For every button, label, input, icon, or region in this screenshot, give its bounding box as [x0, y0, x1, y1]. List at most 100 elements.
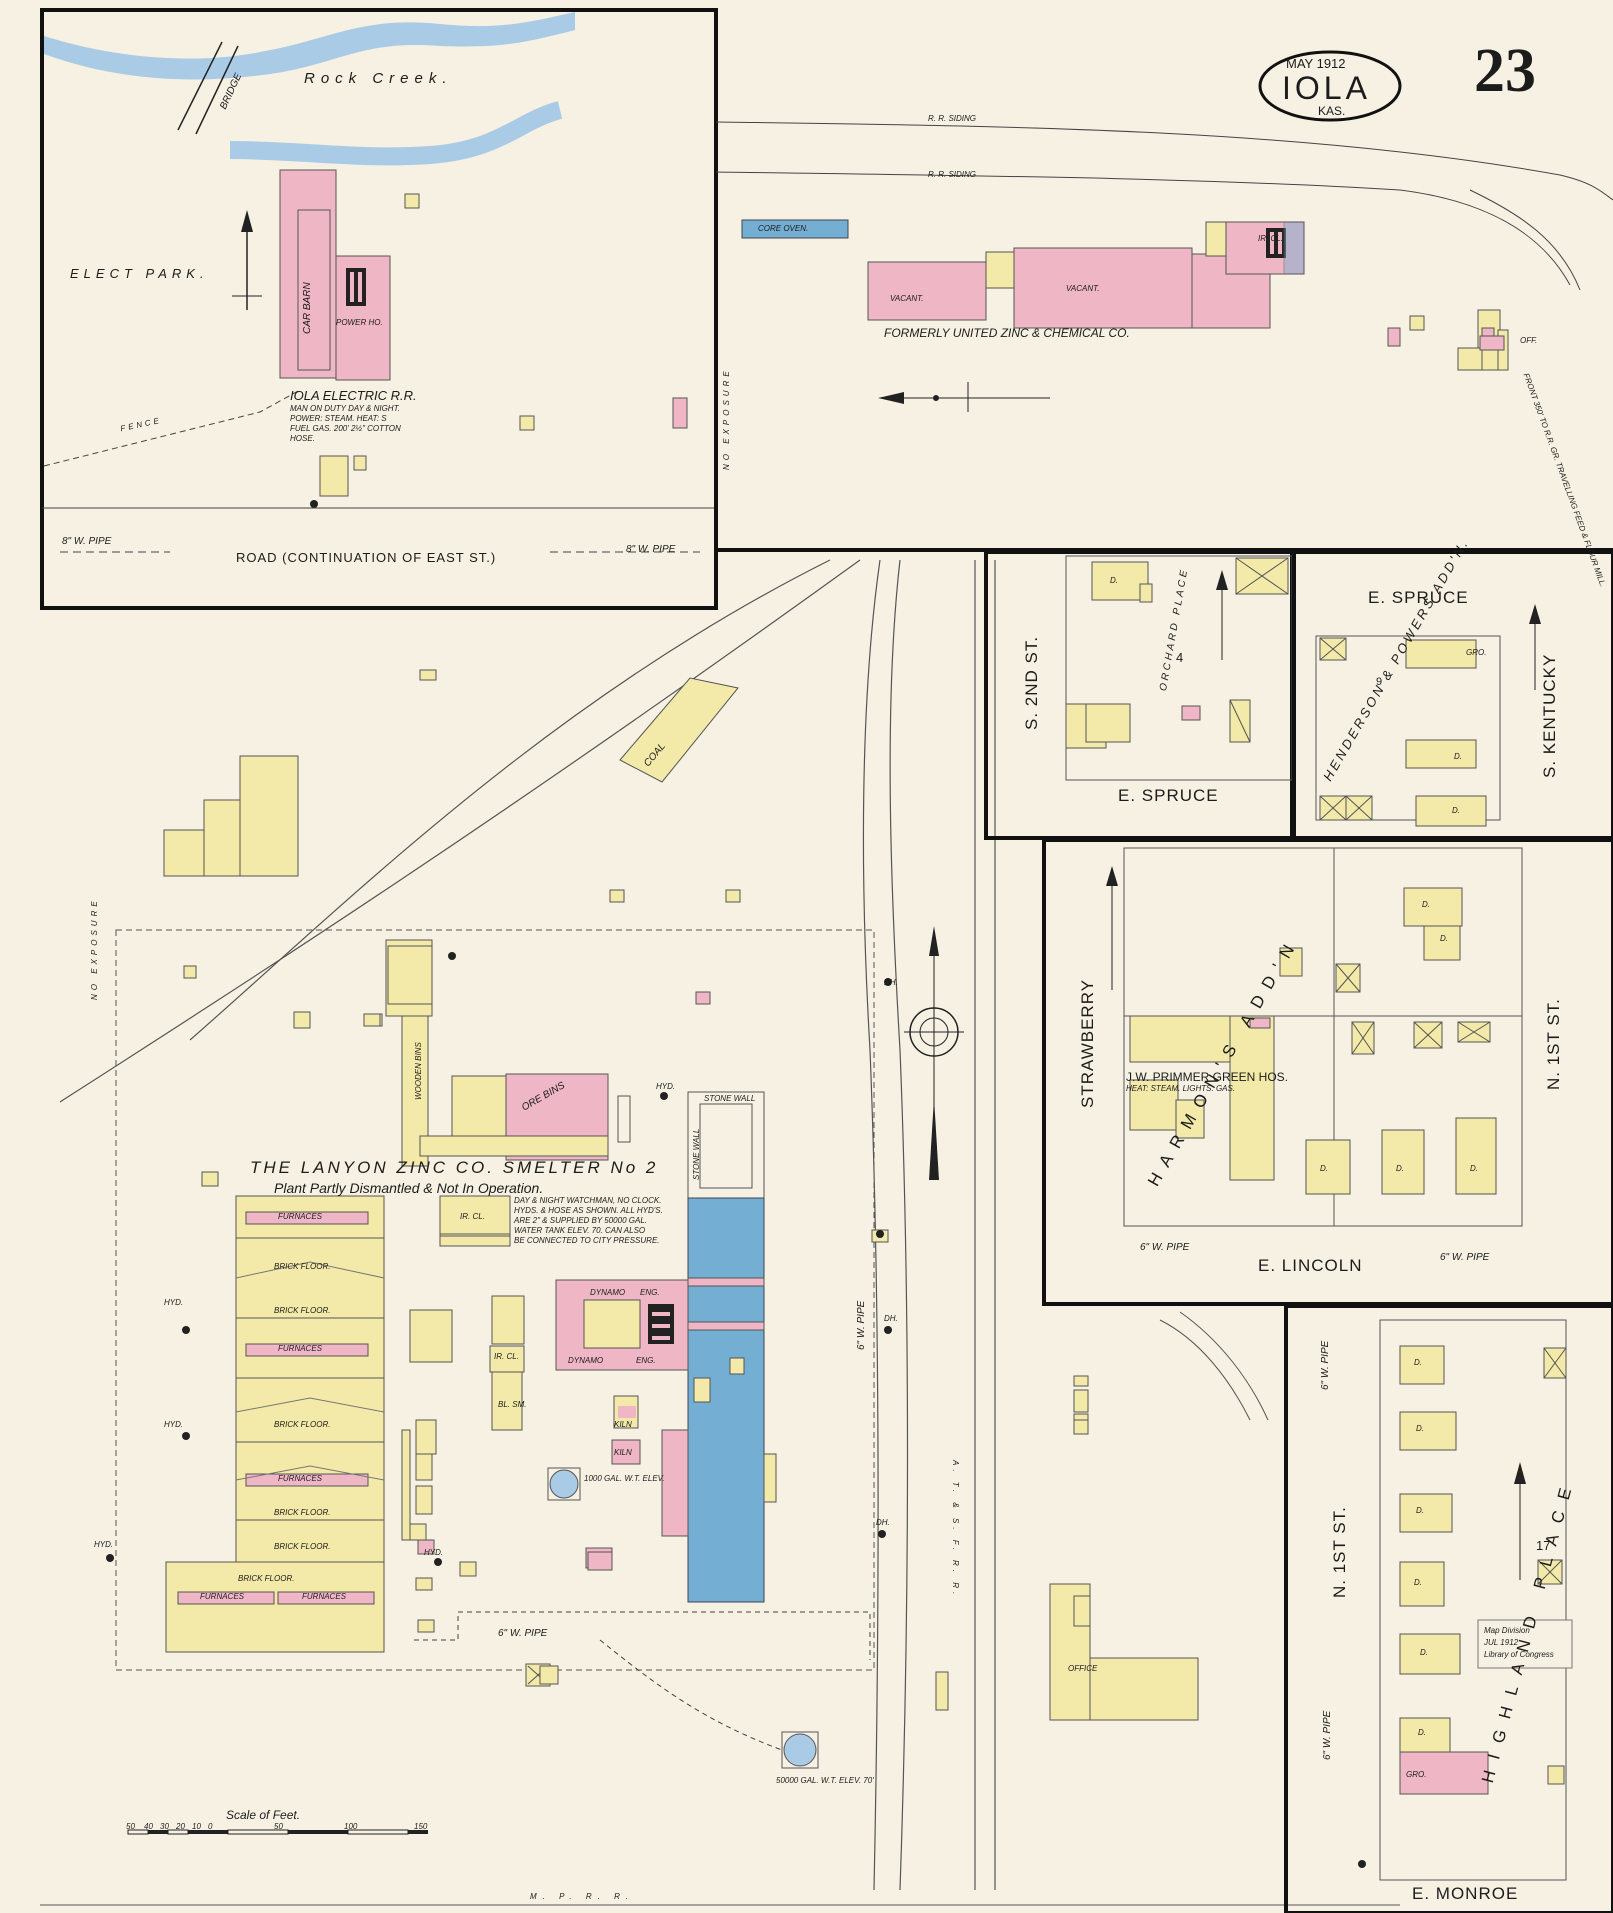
road-label: ROAD (CONTINUATION OF EAST ST.)	[236, 550, 497, 565]
pipe-label: 6" W. PIPE	[1320, 1340, 1331, 1390]
library-stamp	[1477, 1619, 1573, 1669]
water-tank	[549, 1469, 579, 1499]
bridge-line	[195, 45, 239, 135]
street-s-kentucky: S. KENTUCKY	[1540, 653, 1559, 778]
dwelling-label: D.	[1320, 1164, 1328, 1173]
pipe-label: 6" W. PIPE	[1140, 1242, 1190, 1253]
smelter-title: THE LANYON ZINC CO. SMELTER No 2	[250, 1158, 659, 1177]
power-house-label: POWER HO.	[336, 318, 383, 327]
smelter-note: WATER TANK ELEV. 70. CAN ALSO	[514, 1226, 646, 1235]
dwelling-label: D.	[1416, 1506, 1424, 1515]
vacant-building-center	[1013, 247, 1193, 329]
street-n-1st: N. 1ST ST.	[1544, 998, 1563, 1090]
rock-creek-label: Rock Creek.	[304, 70, 453, 87]
eng-label: ENG.	[640, 1288, 660, 1297]
stone-wall-label: STONE WALL	[692, 1128, 701, 1180]
sheet-number: 23	[1474, 37, 1536, 105]
dwelling-label: D.	[1418, 1728, 1426, 1737]
block-harmon-addn	[1042, 838, 1613, 1306]
dynamo-label: DYNAMO	[590, 1288, 626, 1297]
hyd-label: HYD.	[94, 1540, 114, 1549]
block-number: 9	[1376, 676, 1383, 688]
railroads	[40, 559, 1400, 1906]
scale-tick: 150	[414, 1822, 428, 1831]
core-oven-label: CORE OVEN.	[758, 224, 809, 233]
inset-iola-electric	[40, 8, 718, 610]
street-e-monroe: E. MONROE	[1412, 1884, 1519, 1903]
block-number: 4	[1176, 650, 1184, 665]
gro-label: GRO.	[1406, 1770, 1427, 1779]
scale-tick: 50	[274, 1822, 283, 1831]
scale-tick: 20	[176, 1822, 185, 1831]
kiln-label: KILN	[614, 1448, 632, 1457]
iola-electric-note: HOSE.	[290, 434, 315, 443]
rock-creek-bend	[229, 101, 563, 166]
dwelling-label: D.	[1416, 1424, 1424, 1433]
water-tank-50000	[783, 1733, 817, 1767]
pipe-label: 6" W. PIPE	[498, 1628, 548, 1639]
formerly-united-label: FORMERLY UNITED ZINC & CHEMICAL CO.	[884, 326, 1130, 340]
boiler-icon	[346, 268, 366, 306]
office-label: OFFICE	[1068, 1664, 1098, 1673]
street-strawberry: STRAWBERRY	[1078, 978, 1097, 1108]
dwelling-label: D.	[1420, 1648, 1428, 1657]
m-building	[163, 755, 299, 877]
map-date: MAY 1912	[1286, 56, 1346, 71]
dwelling-label: D.	[1440, 934, 1448, 943]
brick-floor-label: BRICK FLOOR.	[274, 1420, 331, 1429]
iola-electric-note: POWER: STEAM. HEAT: S	[290, 414, 387, 423]
scale-bar	[127, 1829, 428, 1835]
dwelling-label: D.	[1414, 1578, 1422, 1587]
car-barn-label: CAR BARN	[302, 282, 313, 334]
smelter-note: BE CONNECTED TO CITY PRESSURE.	[514, 1236, 660, 1245]
map-state: KAS.	[1318, 104, 1346, 118]
iola-electric-note: MAN ON DUTY DAY & NIGHT.	[290, 404, 400, 413]
north-arrow-icon	[1106, 866, 1118, 886]
smelter-subtitle: Plant Partly Dismantled & Not In Operati…	[274, 1180, 544, 1196]
dh-label: DH.	[876, 1518, 890, 1527]
iola-electric-label: IOLA ELECTRIC R.R.	[290, 388, 417, 403]
brick-floor-label: BRICK FLOOR.	[274, 1542, 331, 1551]
pipe-label: 6" W. PIPE	[856, 1300, 867, 1350]
smelter-note: ARE 2" & SUPPLIED BY 50000 GAL.	[514, 1216, 647, 1225]
primmer-label: J.W. PRIMMER GREEN HOS.	[1126, 1070, 1289, 1084]
atsf-label: A. T. & S. F. R. R.	[951, 1460, 960, 1599]
stone-wall-label: STONE WALL	[704, 1094, 756, 1103]
furnaces-label: FURNACES	[302, 1592, 347, 1601]
rock-creek	[44, 12, 575, 80]
brick-floor-label: BRICK FLOOR.	[274, 1508, 331, 1517]
elect-park-label: ELECT PARK.	[70, 266, 209, 281]
furnace-building-w	[165, 1561, 385, 1653]
scale-tick: 100	[344, 1822, 358, 1831]
stamp-text: Map Division	[1484, 1626, 1530, 1635]
title-cartouche	[1258, 50, 1402, 122]
brick-floor-label: BRICK FLOOR.	[274, 1306, 331, 1315]
furnaces-label: FURNACES	[200, 1592, 245, 1601]
no-exposure-label: NO EXPOSURE	[90, 897, 99, 1000]
bl-sm-building	[491, 1371, 523, 1431]
street-e-spruce: E. SPRUCE	[1118, 786, 1219, 805]
map-city-title: IOLA	[1282, 70, 1371, 106]
dh-label: DH.	[884, 1314, 898, 1323]
dwelling-label: D.	[1396, 1164, 1404, 1173]
rr-siding-label: R. R. SIDING	[928, 170, 977, 179]
office-label: OFF.	[1520, 336, 1538, 345]
stamp-text: JUL 1912	[1484, 1638, 1519, 1647]
dynamo-label: DYNAMO	[568, 1356, 604, 1365]
scale-tick: 50	[126, 1822, 135, 1831]
mprr-label: M. P. R. R.	[530, 1892, 635, 1901]
scale-tick: 40	[144, 1822, 153, 1831]
rr-siding-label: R. R. SIDING	[928, 114, 977, 123]
inset-united-zinc	[714, 10, 1613, 552]
dwelling-label: D.	[1452, 806, 1460, 815]
smelter-note: HYDS. & HOSE AS SHOWN. ALL HYD'S.	[514, 1206, 663, 1215]
block-highland-place	[1284, 1304, 1613, 1913]
street-s-2nd: S. 2ND ST.	[1022, 635, 1041, 730]
gro-label: GRO.	[1466, 648, 1487, 657]
bridge-line	[177, 41, 223, 131]
smelter-plant	[106, 889, 1366, 1868]
hyd-label: HYD.	[164, 1420, 184, 1429]
ir-cl-label: IR. CL.	[460, 1212, 485, 1221]
eng-label: ENG.	[636, 1356, 656, 1365]
street-e-lincoln: E. LINCOLN	[1258, 1256, 1363, 1275]
